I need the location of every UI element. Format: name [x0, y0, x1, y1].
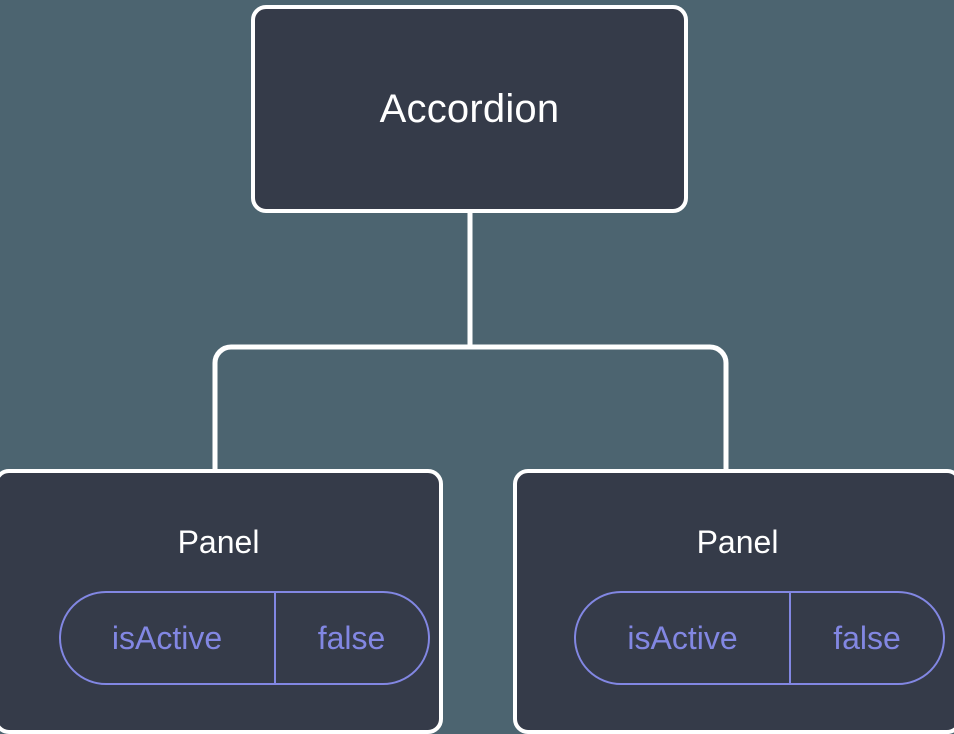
edge-to-left-panel — [212, 344, 470, 471]
prop-value-is-active-right: false — [833, 620, 901, 656]
prop-key-is-active-left: isActive — [61, 593, 276, 683]
prop-key-is-active-right: isActive — [576, 593, 791, 683]
node-panel-right[interactable]: Panel isActive false — [513, 469, 954, 734]
node-accordion-label: Accordion — [379, 87, 560, 131]
prop-pill-is-active-right[interactable]: isActive false — [574, 591, 945, 685]
prop-pill-is-active-left[interactable]: isActive false — [58, 591, 430, 685]
node-panel-right-label: Panel — [696, 524, 779, 560]
prop-value-is-active-left: false — [317, 620, 386, 656]
edge-to-right-panel — [470, 344, 729, 471]
node-accordion[interactable]: Accordion — [251, 5, 688, 213]
node-panel-left-label: Panel — [177, 524, 260, 560]
node-panel-left[interactable]: Panel isActive false — [0, 469, 443, 734]
